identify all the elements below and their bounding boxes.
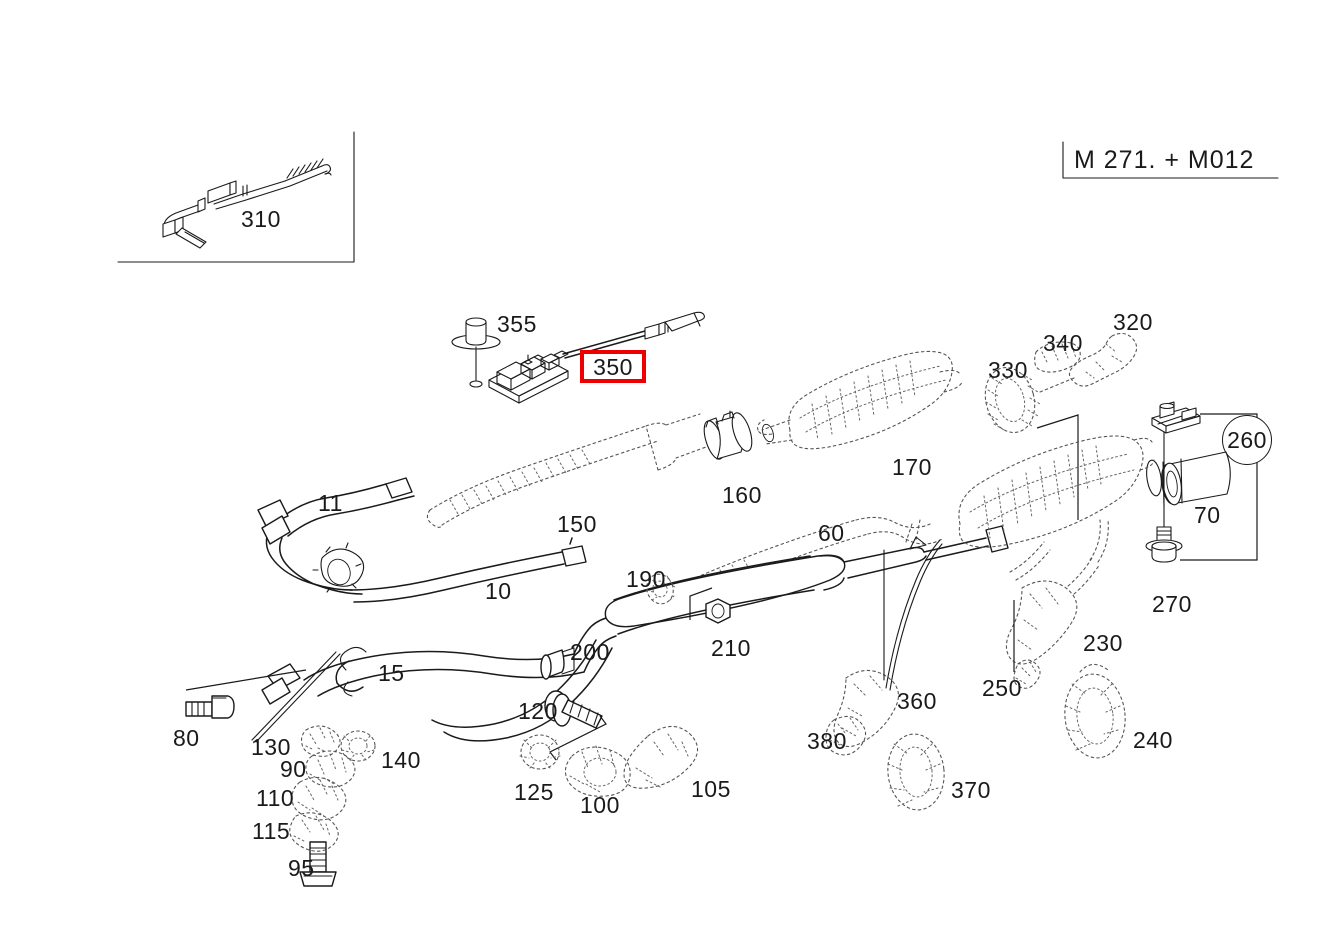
- part-label-380: 380: [807, 728, 847, 754]
- leader-330: [1036, 414, 1079, 520]
- part-340-clip: [1034, 341, 1081, 373]
- part-140-ring: [340, 730, 376, 762]
- part-270-bolt: [1145, 431, 1183, 563]
- part-105-bracket: [623, 725, 699, 789]
- part-label-310: 310: [241, 206, 281, 232]
- part-90-gasket: [305, 750, 356, 788]
- part-370-rubber: [887, 733, 945, 811]
- part-355-bolt: [451, 317, 501, 388]
- part-100-seal: [564, 745, 631, 797]
- part-label-100: 100: [580, 792, 620, 818]
- part-150-pipe: [426, 413, 707, 528]
- inset-frame: [117, 131, 355, 263]
- part-label-190: 190: [626, 566, 666, 592]
- highlighted-part-350[interactable]: 350: [580, 350, 646, 383]
- part-label-355: 355: [497, 311, 537, 337]
- part-190-seal: [646, 573, 678, 605]
- part-label-350: 350: [593, 354, 633, 380]
- part-label-125: 125: [514, 779, 554, 805]
- part-label-170: 170: [892, 454, 932, 480]
- part-250-pin: [1013, 659, 1041, 689]
- part-label-160: 160: [722, 482, 762, 508]
- part-label-95: 95: [288, 855, 315, 881]
- part-label-250: 250: [982, 675, 1022, 701]
- part-11-front-pipe: [185, 477, 587, 743]
- rear-muffler-right: [958, 435, 1155, 595]
- part-label-105: 105: [691, 776, 731, 802]
- part-70-tailpipe: [1146, 451, 1231, 507]
- part-350-control-module: [488, 311, 705, 404]
- inset-sensor-310-drawing: [162, 158, 332, 249]
- part-label-10: 10: [485, 578, 512, 604]
- part-label-90: 90: [280, 756, 307, 782]
- part-320-bracket: [1039, 332, 1138, 393]
- part-label-60: 60: [818, 520, 845, 546]
- part-label-210: 210: [711, 635, 751, 661]
- part-label-150: 150: [557, 511, 597, 537]
- part-label-330: 330: [988, 357, 1028, 383]
- header-rule: [1062, 141, 1279, 179]
- part-label-140: 140: [381, 747, 421, 773]
- part-label-230: 230: [1083, 630, 1123, 656]
- page-title: M 271. + M012: [1074, 146, 1255, 174]
- callout-balloon-260[interactable]: 260: [1222, 415, 1272, 465]
- part-200-sleeve: [540, 647, 575, 680]
- part-label-320: 320: [1113, 309, 1153, 335]
- part-125-ring: [519, 734, 561, 770]
- part-label-70: 70: [1194, 502, 1221, 528]
- part-label-270: 270: [1152, 591, 1192, 617]
- part-120-stud: [544, 690, 607, 761]
- part-label-80: 80: [173, 725, 200, 751]
- part-label-15: 15: [378, 660, 405, 686]
- part-label-130: 130: [251, 734, 291, 760]
- part-260-bracket-piece: [1151, 401, 1201, 434]
- part-label-115: 115: [252, 818, 291, 844]
- part-label-240: 240: [1133, 727, 1173, 753]
- part-label-370: 370: [951, 777, 991, 803]
- part-210-nut: [689, 587, 731, 624]
- part-380-pad: [825, 715, 867, 756]
- part-label-11: 11: [318, 490, 343, 516]
- part-label-340: 340: [1043, 330, 1083, 356]
- part-360-bracket: [833, 549, 899, 748]
- sensor-lead-wire: [885, 536, 943, 691]
- part-95-bolt: [299, 841, 337, 887]
- part-160-clamp: [703, 410, 774, 460]
- part-10-front-silencer: [261, 525, 1009, 742]
- part-230-hanger: [1005, 580, 1078, 672]
- part-label-120: 120: [518, 698, 558, 724]
- part-label-110: 110: [256, 785, 295, 811]
- part-80-bolt: [185, 695, 235, 719]
- part-240-rubber-mount: [1064, 663, 1126, 759]
- part-170-silencer: [757, 350, 963, 450]
- part-label-360: 360: [897, 688, 937, 714]
- part-label-200: 200: [570, 639, 610, 665]
- part-label-260: 260: [1227, 426, 1267, 453]
- part-330-ring: [984, 366, 1041, 434]
